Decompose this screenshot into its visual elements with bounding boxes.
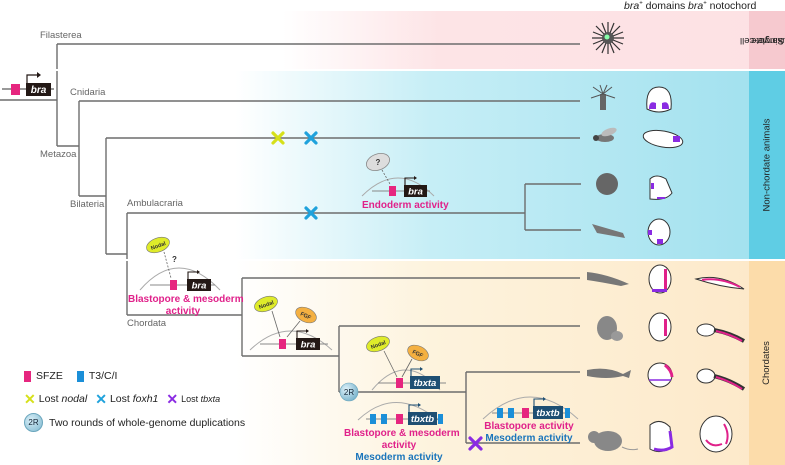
svg-text:Nodal: Nodal xyxy=(370,340,387,351)
svg-text:Nodal: Nodal xyxy=(150,241,167,252)
tbxta-module: tbxta Nodal FGF xyxy=(366,335,446,391)
duplication-badge-icon: 2R xyxy=(24,413,43,432)
svg-text:FGF: FGF xyxy=(411,349,424,359)
ascidian-tadpole-icon xyxy=(696,323,745,343)
tbxtb-mouse-activity-label: Blastopore activity Mesoderm activity xyxy=(484,421,574,444)
bilateria-module: bra Nodal ? xyxy=(139,236,221,292)
lost-nodal-icon xyxy=(271,131,285,145)
tbxtb-vertebrate-module: tbxtb xyxy=(357,402,443,425)
fly-icon xyxy=(593,127,617,142)
svg-text:?: ? xyxy=(376,158,381,167)
clade-label-metazoa: Metazoa xyxy=(40,149,77,160)
svg-text:tbxtb: tbxtb xyxy=(411,414,434,425)
zebrafish-larva-icon xyxy=(696,368,746,391)
zebrafish-embryo-icon xyxy=(647,362,674,388)
lost-foxh1-icon: ✕ xyxy=(95,391,107,407)
sea-urchin-icon xyxy=(596,173,618,195)
duplication-badge: 2R xyxy=(339,382,359,402)
chordata-module: bra Nodal FGF xyxy=(249,295,333,351)
clade-label-chordata: Chordata xyxy=(127,318,167,329)
clade-label-cnidaria: Cnidaria xyxy=(70,87,106,98)
svg-text:bra: bra xyxy=(192,281,207,292)
lost-tbxta-icon xyxy=(468,436,483,451)
band-label-chordates: Chordates xyxy=(749,261,785,465)
t3ci-swatch xyxy=(76,370,84,382)
mouse-embryo-icon xyxy=(649,421,674,453)
fly-embryo-icon xyxy=(642,129,684,149)
bilateria-activity-label: Blastopore & mesoderm activity xyxy=(128,294,244,317)
sea-anemone-icon xyxy=(590,84,616,110)
clade-label-ambulacraria: Ambulacraria xyxy=(127,198,183,209)
band-single-cell xyxy=(0,11,785,69)
tbxtb-vertebrate-activity-label: Blastopore & mesoderm activity Mesoderm … xyxy=(344,428,460,463)
ascidian-icon xyxy=(597,316,623,341)
sfze-element xyxy=(11,84,20,95)
mouse-icon xyxy=(588,431,639,451)
svg-text:Nodal: Nodal xyxy=(258,300,275,311)
band-label-non-chordate: Non-chordate animals xyxy=(749,71,785,259)
acorn-worm-icon xyxy=(592,224,625,238)
clade-label-bilateria: Bilateria xyxy=(70,199,105,210)
svg-text:tbxta: tbxta xyxy=(414,378,437,389)
endoderm-module: bra ? xyxy=(361,153,435,198)
lost-nodal-icon: ✕ xyxy=(24,391,36,407)
unknown-factor xyxy=(365,153,391,171)
legend-duplication: 2R Two rounds of whole-genome duplicatio… xyxy=(24,413,245,432)
lost-foxh1-icon xyxy=(304,131,318,145)
svg-text:bra: bra xyxy=(408,187,423,198)
zebrafish-icon xyxy=(587,368,631,378)
tbxtb-mouse-module: tbxtb xyxy=(482,396,579,420)
lost-foxh1-icon xyxy=(304,206,318,220)
amphioxus-icon xyxy=(587,272,629,286)
hemichordate-larva-icon xyxy=(647,218,671,246)
header-bra-domains: bra+ domains xyxy=(624,0,686,12)
amphioxus-embryo-icon xyxy=(648,264,672,294)
urchin-larva-icon xyxy=(649,175,673,200)
single-cell-organism-icon xyxy=(592,22,624,54)
amphioxus-notochord-icon xyxy=(694,276,745,290)
ascidian-embryo-icon xyxy=(648,312,672,342)
svg-text:FGF: FGF xyxy=(299,311,312,321)
tss-arrow-icon xyxy=(26,74,38,83)
gene-box xyxy=(26,83,51,96)
svg-text:2R: 2R xyxy=(344,388,354,397)
svg-text:bra: bra xyxy=(301,340,316,351)
clade-label-filasterea: Filasterea xyxy=(40,30,82,41)
band-label-single-cell: Single-celleukaryote xyxy=(740,11,785,69)
sfze-swatch xyxy=(24,370,31,382)
svg-text:tbxtb: tbxtb xyxy=(536,408,559,419)
legend-losses: ✕ Lost nodal ✕ Lost foxh1 ✕ Lost tbxta xyxy=(24,391,221,407)
svg-text:bra: bra xyxy=(31,85,47,96)
header-bra-notochord: bra+ notochord xyxy=(688,0,757,12)
endoderm-activity-label: Endoderm activity xyxy=(362,200,449,211)
mouse-fetus-icon xyxy=(699,415,733,453)
root-bra-module: bra xyxy=(2,72,54,96)
legend-elements: SFZE T3/C/I xyxy=(24,370,117,382)
cnidarian-embryo-icon xyxy=(646,86,672,113)
lost-tbxta-icon: ✕ xyxy=(166,391,179,407)
svg-text:?: ? xyxy=(172,255,177,264)
